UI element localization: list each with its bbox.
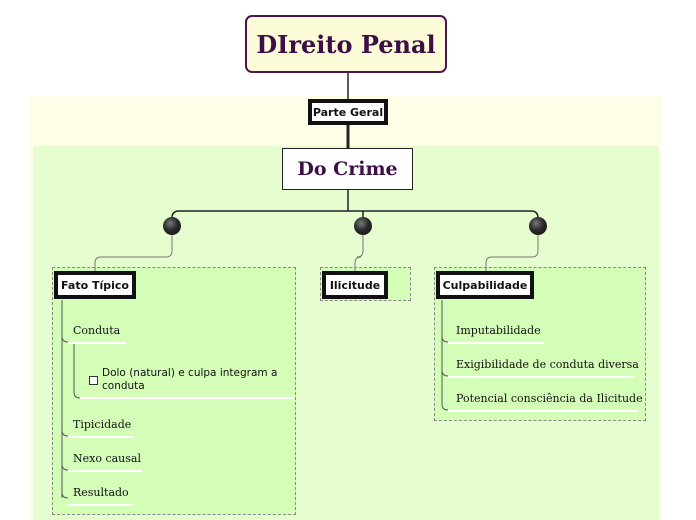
- imputabilidade-topic[interactable]: Imputabilidade: [456, 324, 541, 337]
- node-dot-icon: [163, 217, 181, 235]
- conduta-topic[interactable]: Conduta: [73, 324, 121, 337]
- parte-geral-topic[interactable]: Parte Geral: [308, 99, 388, 125]
- potencial-topic[interactable]: Potencial consciência da Ilicitude: [456, 392, 643, 405]
- fato-tipico-topic[interactable]: Fato Típico: [54, 271, 136, 299]
- nexo-causal-underline: [68, 470, 142, 472]
- tipicidade-underline: [68, 436, 134, 438]
- exigibilidade-topic[interactable]: Exigibilidade de conduta diversa: [456, 358, 639, 371]
- node-dot-icon: [529, 217, 547, 235]
- exigibilidade-underline: [448, 376, 634, 378]
- conduta-note-line-1: Dolo (natural) e culpa integram a: [102, 367, 278, 379]
- node-dot-icon: [354, 217, 372, 235]
- checkbox-icon[interactable]: [89, 376, 98, 385]
- conduta-underline: [68, 342, 126, 344]
- potencial-underline: [448, 410, 638, 412]
- do-crime-topic[interactable]: Do Crime: [282, 148, 413, 190]
- fato-tipico-group: [52, 267, 296, 515]
- nexo-causal-topic[interactable]: Nexo causal: [73, 452, 141, 465]
- ilicitude-topic[interactable]: Ilicitude: [322, 271, 388, 299]
- tipicidade-topic[interactable]: Tipicidade: [73, 418, 132, 431]
- root-topic-title[interactable]: DIreito Penal: [245, 15, 447, 73]
- resultado-topic[interactable]: Resultado: [73, 486, 129, 499]
- conduta-note-line-2: conduta: [102, 380, 145, 392]
- imputabilidade-underline: [448, 342, 544, 344]
- note-underline: [80, 397, 294, 399]
- culpabilidade-topic[interactable]: Culpabilidade: [436, 271, 534, 299]
- resultado-underline: [68, 504, 134, 506]
